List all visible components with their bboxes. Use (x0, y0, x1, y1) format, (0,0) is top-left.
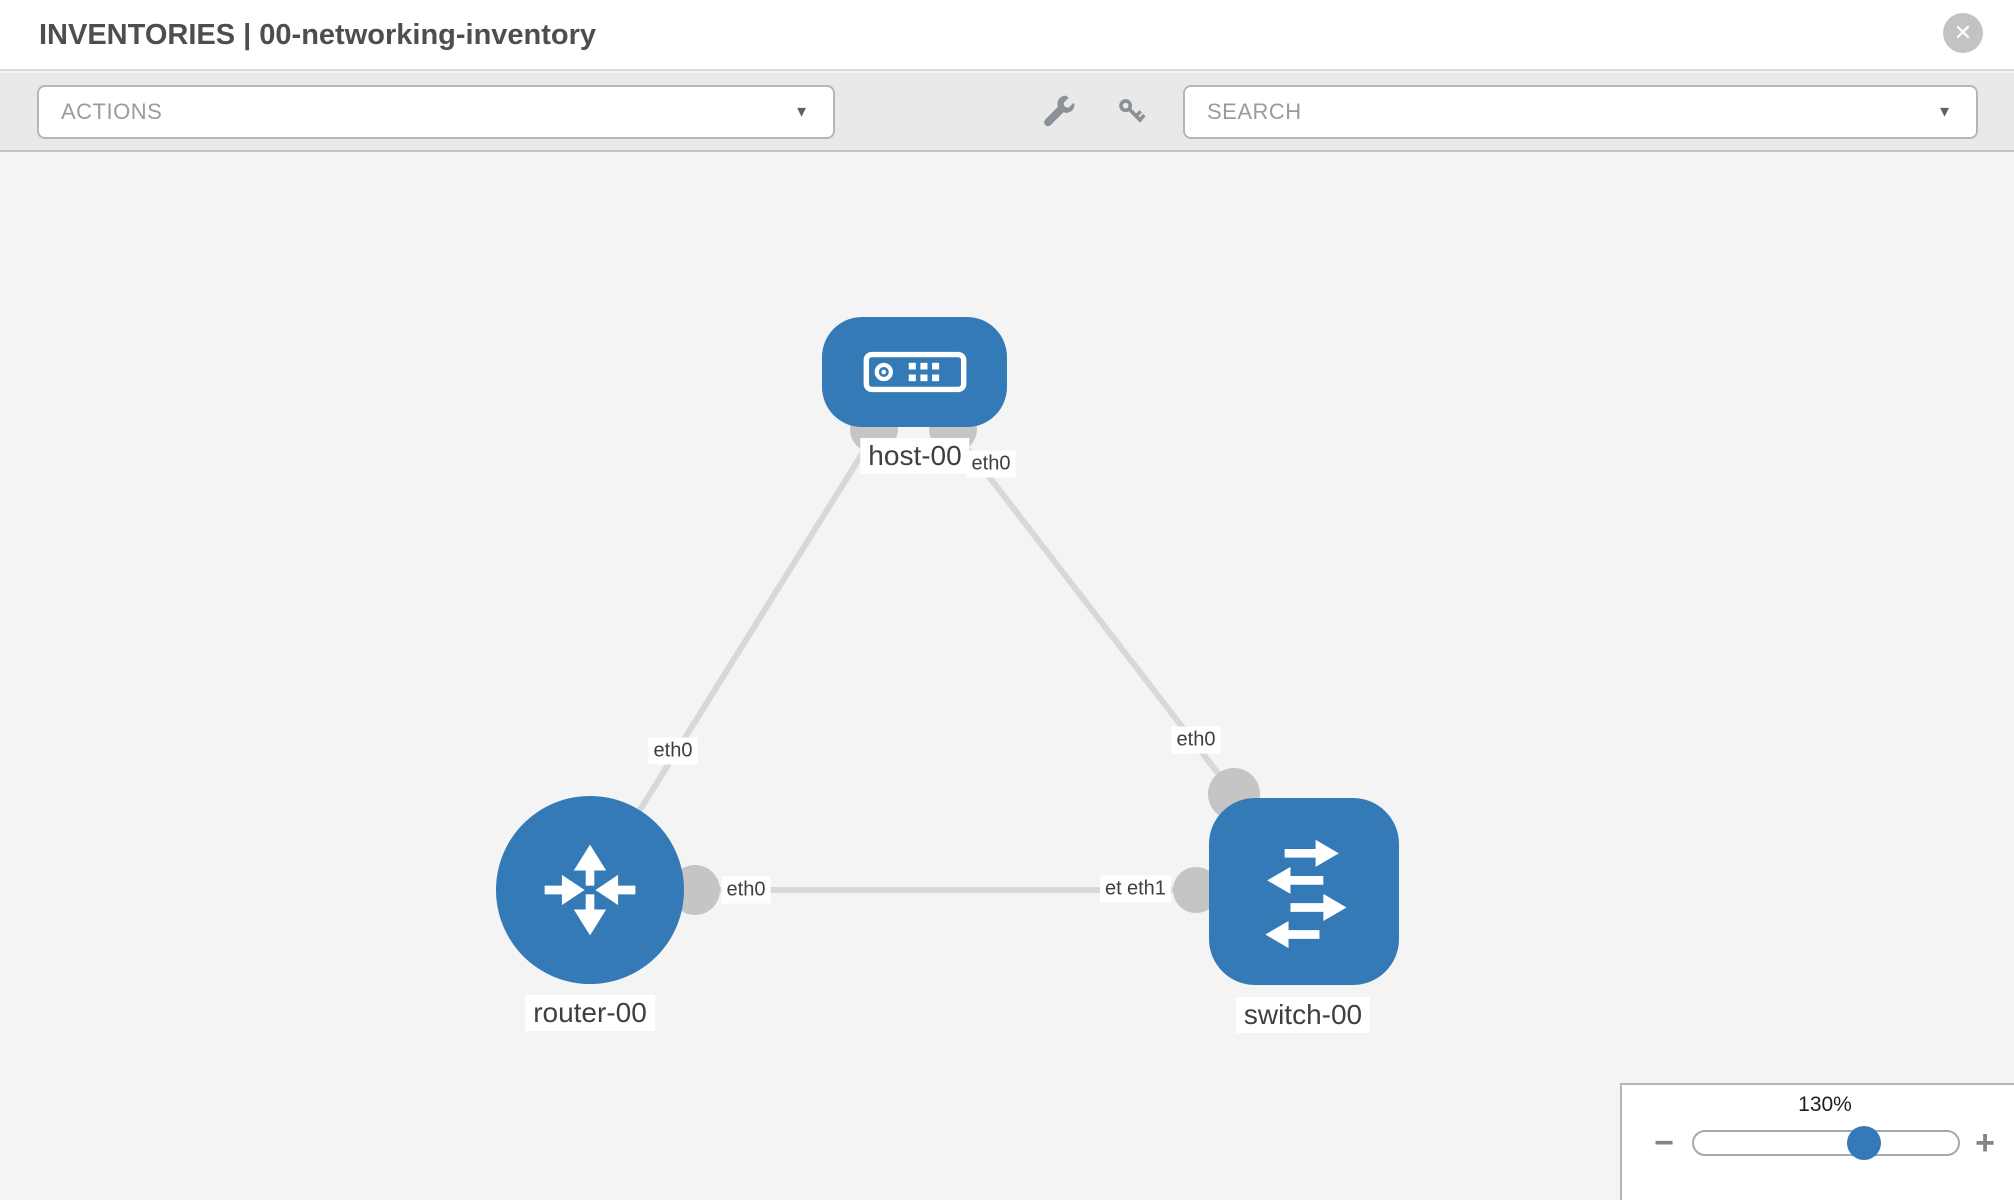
node-label-switch: switch-00 (1235, 997, 1371, 1033)
toolbar-icon-group (1040, 85, 1152, 139)
zoom-in-button[interactable]: + (1965, 1123, 2005, 1163)
node-label-host: host-00 (860, 438, 970, 474)
interface-label-router-top: eth0 (648, 737, 698, 765)
caret-down-icon: ▼ (1937, 103, 1952, 121)
interface-label-switch-left: eth1 (1122, 875, 1171, 903)
router-arrows-icon (544, 844, 636, 936)
close-icon: ✕ (1953, 20, 1973, 45)
toolbar: ACTIONS ▼ SEARCH (0, 73, 2014, 152)
zoom-out-button[interactable]: − (1644, 1123, 1684, 1163)
close-button[interactable]: ✕ (1943, 13, 1983, 53)
zoom-level-value: 130% (1798, 1093, 1852, 1116)
wrench-icon (1044, 95, 1075, 127)
topology-canvas[interactable]: host-00 router-00 switch-00 eth0 eth0 et… (0, 152, 2014, 1200)
node-label-router: router-00 (525, 995, 655, 1031)
node-router-00[interactable] (496, 796, 684, 984)
actions-dropdown-label: ACTIONS (61, 99, 163, 124)
zoom-slider-thumb[interactable] (1847, 1126, 1881, 1160)
caret-down-icon: ▼ (794, 103, 809, 121)
interface-label-switch-top: eth0 (1171, 726, 1221, 754)
zoom-control-panel: 130% − + (1620, 1083, 2014, 1200)
interface-label-host-right: eth0 (966, 450, 1016, 478)
search-dropdown-label: SEARCH (1207, 99, 1302, 124)
page-title: INVENTORIES | 00-networking-inventory (39, 19, 597, 51)
server-icon (863, 351, 966, 393)
node-switch-00[interactable] (1209, 798, 1399, 985)
port-circle (1173, 867, 1219, 913)
credentials-key-button[interactable] (1112, 92, 1152, 132)
search-dropdown[interactable]: SEARCH ▼ (1183, 85, 1978, 139)
node-host-00[interactable] (822, 317, 1007, 427)
switch-arrows-icon (1265, 839, 1347, 948)
interface-label-router-right: eth0 (721, 876, 771, 904)
actions-dropdown[interactable]: ACTIONS ▼ (37, 85, 835, 139)
page-header: INVENTORIES | 00-networking-inventory ✕ (0, 0, 2014, 71)
topology-links-layer (587, 405, 1260, 915)
configure-wrench-button[interactable] (1040, 92, 1080, 132)
key-icon (1119, 99, 1146, 123)
zoom-slider-track[interactable] (1692, 1130, 1960, 1156)
